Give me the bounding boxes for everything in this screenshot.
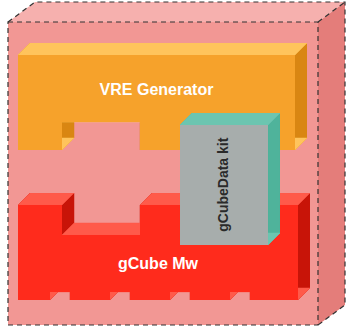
- cube-dashed-edge: [8, 22, 318, 325]
- block-front-face: [180, 125, 268, 245]
- block-side-face: [295, 43, 307, 150]
- block-top-face: [180, 113, 280, 125]
- data-kit-block: gCubeData kit: [180, 113, 280, 245]
- cube-top-face: [8, 2, 345, 22]
- block-top-face: [62, 223, 152, 235]
- cube-dashed-edge: [8, 2, 345, 325]
- cube-side-face: [318, 2, 345, 325]
- block-side-face: [268, 113, 280, 245]
- block-label: gCubeData kit: [216, 130, 231, 240]
- cube-front-face: [8, 22, 318, 325]
- cube-dashed-edge: [318, 2, 345, 22]
- label-area: VRE Generator: [18, 58, 295, 122]
- block-side-face: [298, 193, 310, 300]
- block-top-face: [18, 193, 74, 205]
- label-area: gCubeData kit: [180, 125, 268, 245]
- block-label: VRE Generator: [22, 81, 291, 99]
- block-top-face: [18, 43, 307, 55]
- block-front-face: [18, 205, 298, 300]
- block-label: gCube Mw: [22, 255, 294, 273]
- block-top-face: [140, 193, 310, 205]
- label-area: gCube Mw: [18, 238, 298, 290]
